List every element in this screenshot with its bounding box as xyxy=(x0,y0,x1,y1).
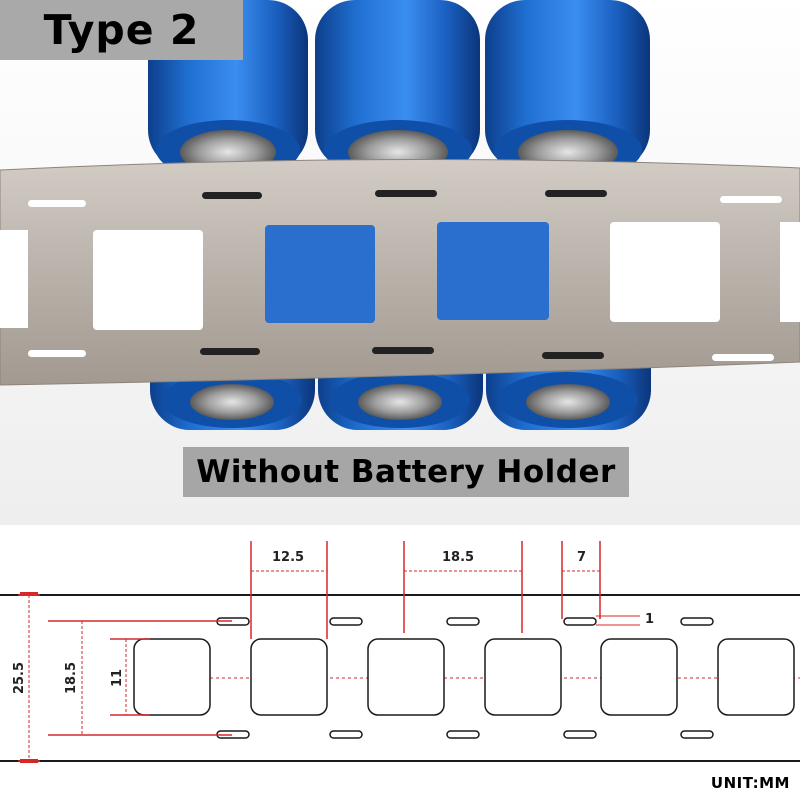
cutout-square xyxy=(367,638,445,716)
dimension-slot-width: 1 xyxy=(645,612,655,627)
unit-label: UNIT:MM xyxy=(710,774,790,792)
dimension-pitch: 18.5 xyxy=(442,550,475,565)
cutout-square xyxy=(600,638,678,716)
cutout-square xyxy=(250,638,328,716)
type-badge: Type 2 xyxy=(0,0,243,60)
cutout-square xyxy=(484,638,562,716)
nickel-strip xyxy=(0,158,800,386)
dimension-cell-width: 12.5 xyxy=(272,550,305,565)
battery-cell xyxy=(315,0,480,180)
dimension-slot-length: 7 xyxy=(577,550,587,565)
product-photo: Type 2 Without Battery Holder xyxy=(0,0,800,525)
photo-caption: Without Battery Holder xyxy=(183,447,629,497)
cutout-square xyxy=(133,638,211,716)
battery-cell xyxy=(485,0,650,180)
dimension-slot-row-distance: 18.5 xyxy=(64,661,80,695)
dimension-total-width: 25.5 xyxy=(12,661,28,695)
cutout-square xyxy=(717,638,795,716)
battery-strip-photo xyxy=(0,0,800,525)
strip-outline-drawing xyxy=(0,541,800,763)
dimension-cell-height: 11 xyxy=(110,668,126,688)
dimension-diagram: 12.5 18.5 7 1 25.5 18.5 11 UNIT:MM xyxy=(0,525,800,800)
